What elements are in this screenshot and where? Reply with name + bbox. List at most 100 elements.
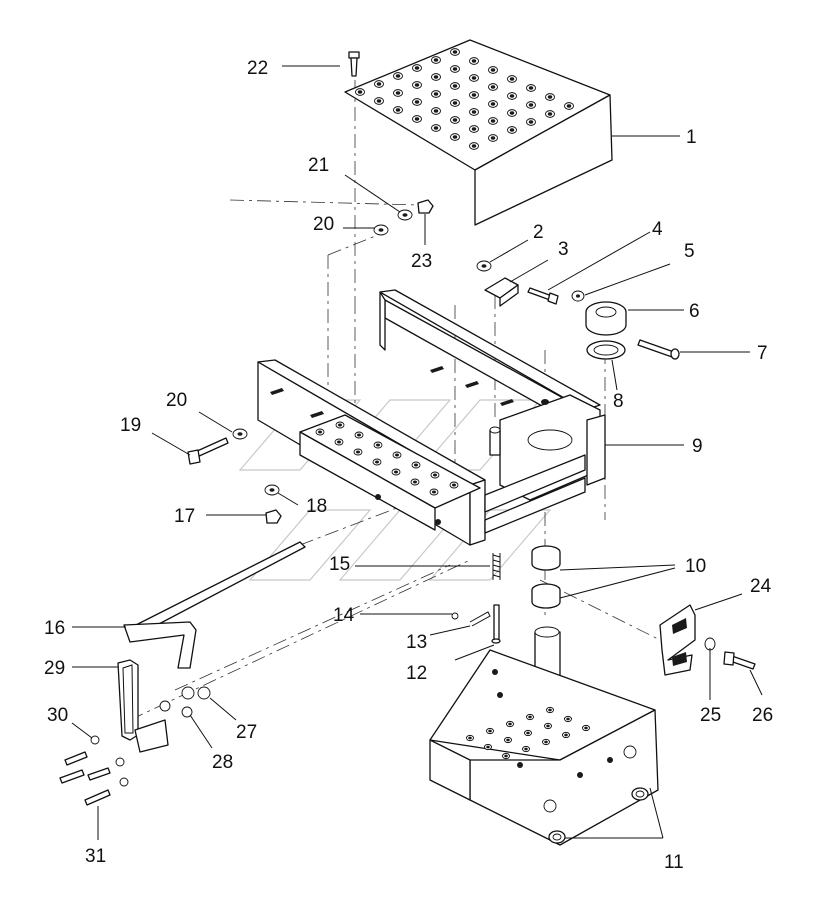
- callout-23: 22: [247, 58, 268, 79]
- callout-14: 14: [333, 605, 355, 626]
- callout-20-top: 20: [313, 214, 334, 235]
- perforation-hole-center: [509, 77, 515, 81]
- callout-30: 30: [47, 705, 68, 726]
- callout-1: 1: [686, 127, 697, 148]
- perforation-hole-center: [471, 59, 477, 63]
- callout-31: 31: [85, 846, 106, 867]
- perforation-hole-center: [413, 480, 417, 484]
- callout-24: 24: [750, 576, 772, 597]
- callout-21: 21: [308, 155, 329, 176]
- nut-5: [571, 290, 585, 302]
- callout-20: 20: [166, 390, 187, 411]
- bolt-23: [348, 51, 360, 77]
- perforation-hole-center: [471, 144, 477, 148]
- callout-28: 28: [212, 752, 233, 773]
- perforation-hole-center: [375, 460, 379, 464]
- bushing-10-lower: [531, 583, 561, 609]
- perforation-hole-center: [414, 117, 420, 121]
- perforation-hole-center: [564, 733, 568, 737]
- callout-5: 5: [684, 241, 695, 262]
- bolts-30-31: [59, 735, 129, 806]
- perforation-hole-center: [490, 102, 496, 106]
- perforation-hole-center: [488, 729, 492, 733]
- perforation-hole-center: [414, 83, 420, 87]
- pin-7: [637, 339, 680, 360]
- bushing-10-upper: [531, 545, 561, 571]
- swivel-housing: [429, 626, 659, 846]
- perforation-hole-center: [524, 747, 528, 751]
- perforation-hole-center: [394, 470, 398, 474]
- cotter-13: [469, 611, 491, 627]
- perforation-hole-center: [471, 127, 477, 131]
- perforation-hole-center: [337, 440, 341, 444]
- washers-27-28: [159, 686, 211, 718]
- callout-9: 9: [692, 436, 703, 457]
- washer-20: [232, 428, 248, 440]
- perforation-hole-center: [357, 90, 363, 94]
- perforation-hole-center: [528, 103, 534, 107]
- grommet-11-lower: [548, 830, 566, 844]
- perforation-hole-center: [376, 99, 382, 103]
- perforation-hole-center: [433, 75, 439, 79]
- perforation-hole-center: [506, 738, 510, 742]
- perforation-hole-center: [452, 67, 458, 71]
- spring-15: [492, 553, 501, 580]
- perforation-hole-center: [509, 128, 515, 132]
- nut-22: [417, 199, 434, 214]
- deck-plate: [344, 39, 613, 226]
- perforation-hole-center: [356, 450, 360, 454]
- callout-22: 23: [411, 251, 432, 272]
- perforation-hole-center: [508, 722, 512, 726]
- perforation-hole-center: [566, 717, 570, 721]
- perforation-hole-center: [338, 423, 342, 427]
- callout-7: 7: [757, 343, 768, 364]
- ring-8: [586, 340, 626, 360]
- callout-15: 15: [329, 554, 350, 575]
- perforation-hole-center: [452, 50, 458, 54]
- leader-lines: [71, 65, 763, 840]
- perforation-hole-center: [584, 726, 588, 730]
- callout-17: 17: [174, 506, 195, 527]
- grommet-11-upper: [631, 787, 649, 801]
- perforation-hole-center: [544, 740, 548, 744]
- perforation-hole-center: [357, 433, 361, 437]
- perforation-hole-center: [547, 95, 553, 99]
- perforation-hole-center: [395, 108, 401, 112]
- callout-12: 12: [406, 663, 427, 684]
- callout-25: 25: [700, 705, 721, 726]
- nut-2: [476, 260, 492, 272]
- perforation-hole-center: [452, 101, 458, 105]
- clip-14: [451, 612, 459, 620]
- perforation-hole-center: [547, 112, 553, 116]
- perforation-hole-center: [414, 66, 420, 70]
- perforation-hole-center: [528, 86, 534, 90]
- latch-29: [117, 659, 169, 753]
- perforation-hole-center: [490, 119, 496, 123]
- perforation-hole-center: [490, 68, 496, 72]
- perforation-hole-center: [432, 490, 436, 494]
- perforation-hole-center: [504, 754, 508, 758]
- perforation-hole-center: [414, 463, 418, 467]
- perforation-hole-center: [433, 92, 439, 96]
- perforation-hole-center: [452, 84, 458, 88]
- bolt-19: [187, 437, 229, 465]
- perforation-hole-center: [452, 483, 456, 487]
- callout-18: 18: [306, 496, 327, 517]
- perforation-hole-center: [395, 453, 399, 457]
- callout-6: 6: [689, 301, 700, 322]
- callout-27: 27: [236, 722, 257, 743]
- perforation-hole-center: [433, 58, 439, 62]
- perforation-hole-center: [490, 85, 496, 89]
- perforation-hole-center: [566, 104, 572, 108]
- perforation-hole-center: [486, 745, 490, 749]
- perforation-hole-center: [528, 715, 532, 719]
- callout-4: 4: [652, 219, 663, 240]
- perforation-hole-center: [509, 111, 515, 115]
- bolt-26: [723, 651, 756, 670]
- callout-19: 19: [120, 415, 141, 436]
- perforation-hole-center: [376, 82, 382, 86]
- callout-2: 2: [533, 222, 544, 243]
- perforation-hole-center: [433, 109, 439, 113]
- perforation-hole-center: [452, 118, 458, 122]
